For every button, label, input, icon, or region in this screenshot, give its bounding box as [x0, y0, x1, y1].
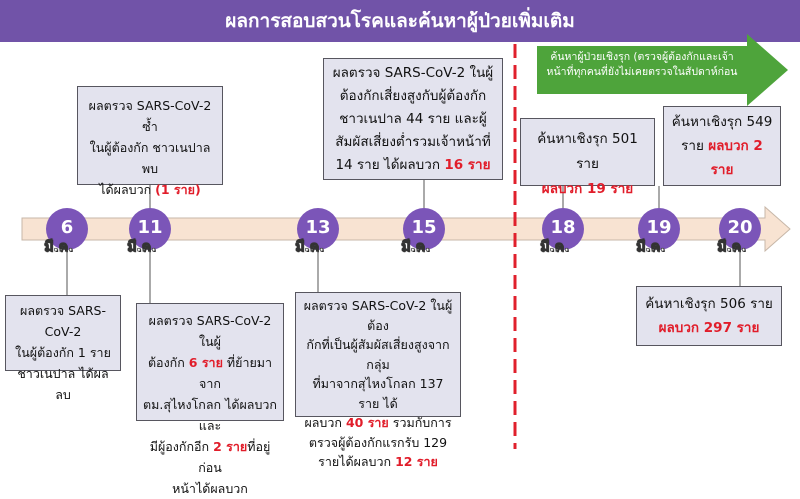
node-11: 11 [129, 208, 171, 250]
event-box-11-above: ผลตรวจ SARS-CoV-2 ซ้ำ ในผู้ต้องกัก ชาวเน… [77, 86, 223, 197]
node-6: 6 [46, 208, 88, 250]
green-arrow-head [747, 34, 788, 106]
node-18: 18 [542, 208, 584, 250]
event-box-11-below: ผลตรวจ SARS-CoV-2 ในผู้ ต้องกัก 6 ราย ที… [136, 303, 284, 496]
box-13-count1: 40 ราย [345, 415, 389, 430]
box-15-line1: ผลตรวจ SARS-CoV-2 ในผู้ [332, 65, 494, 81]
month-label-11: มี.ค. [127, 239, 157, 256]
box-13-line1: ผลตรวจ SARS-CoV-2 ในผู้ต้อง [303, 298, 453, 333]
box-11b-line5: หน้าได้ผลบวก [172, 481, 248, 496]
box-20-line1: ค้นหาเชิงรุก 506 ราย [645, 296, 773, 312]
box-15-line3: ชาวเนปาล 44 ราย และผู้ [339, 111, 487, 127]
box-6-line1: ผลตรวจ SARS-CoV-2 [20, 303, 106, 339]
node-20: 20 [719, 208, 761, 250]
box-11a-line2: ในผู้ต้องกัก ชาวเนปาล พบ [89, 140, 211, 176]
node-15: 15 [403, 208, 445, 250]
box-13-count2: 12 ราย [395, 454, 438, 469]
box-19-count: ผลบวก 2 [708, 138, 763, 154]
box-13-line3: ที่มาจากสุไหงโกลก 137 ราย ได้ [312, 376, 444, 411]
box-11a-count: (1 ราย) [155, 182, 201, 197]
box-11b-count2: 2 ราย [213, 439, 248, 454]
event-box-19: ค้นหาเชิงรุก 549 ราย ผลบวก 2 ราย [663, 106, 781, 186]
month-label-19: มี.ค. [636, 239, 666, 256]
node-19: 19 [638, 208, 680, 250]
green-arrow-note: ค้นหาผู้ป่วยเชิงรุก (ตรวจผู้ต้องกักและเจ… [537, 46, 747, 94]
box-6-line3: ชาวเนปาล ได้ผลลบ [17, 366, 109, 402]
box-11b-count1: 6 ราย [188, 355, 223, 370]
box-11a-line1: ผลตรวจ SARS-CoV-2 ซ้ำ [88, 98, 212, 134]
node-13: 13 [297, 208, 339, 250]
box-20-count: ผลบวก 297 ราย [658, 320, 760, 336]
green-note-text: ค้นหาผู้ป่วยเชิงรุก (ตรวจผู้ต้องกักและเจ… [546, 51, 738, 78]
box-15-line5: 14 ราย ได้ผลบวก [335, 157, 441, 173]
box-19-line2: ราย [681, 138, 704, 154]
event-box-18: ค้นหาเชิงรุก 501 ราย ผลบวก 19 ราย [520, 118, 655, 197]
box-6-line2: ในผู้ต้องกัก 1 ราย [15, 345, 111, 360]
box-19-line1: ค้นหาเชิงรุก 549 [671, 114, 773, 130]
box-18-line1: ค้นหาเชิงรุก 501 ราย [537, 131, 638, 172]
box-13-line4: ผลบวก [304, 415, 342, 430]
box-11a-line3: ได้ผลบวก [99, 182, 152, 197]
box-13-line4b: รวมกับการ [392, 415, 452, 430]
box-11b-line1: ผลตรวจ SARS-CoV-2 ในผู้ [148, 313, 272, 349]
box-13-line6: รายได้ผลบวก [318, 454, 392, 469]
month-label-13: มี.ค. [295, 239, 325, 256]
event-box-15: ผลตรวจ SARS-CoV-2 ในผู้ ต้องกักเสี่ยงสูง… [323, 58, 503, 180]
month-label-6: มี.ค. [44, 239, 74, 256]
month-label-18: มี.ค. [540, 239, 570, 256]
box-13-line2: กักที่เป็นผู้สัมผัสเสี่ยงสูงจากกลุ่ม [306, 337, 450, 372]
event-box-13: ผลตรวจ SARS-CoV-2 ในผู้ต้อง กักที่เป็นผู… [295, 292, 461, 469]
title-banner: ผลการสอบสวนโรคและค้นหาผู้ป่วยเพิ่มเติม [0, 0, 800, 42]
box-11b-line2: ต้องกัก [147, 355, 185, 370]
month-label-20: มี.ค. [717, 239, 747, 256]
event-box-6: ผลตรวจ SARS-CoV-2 ในผู้ต้องกัก 1 ราย ชาว… [5, 295, 121, 402]
box-15-line4: สัมผัสเสี่ยงต่ำรวมเจ้าหน้าที่ [335, 134, 491, 150]
box-11b-line3: ตม.สุไหงโกลก ได้ผลบวก และ [143, 397, 277, 433]
event-box-20: ค้นหาเชิงรุก 506 ราย ผลบวก 297 ราย [636, 286, 782, 346]
box-11b-line2b: ที่ย้ายมาจาก [199, 355, 273, 391]
box-11b-line4: มีผู้องกักอีก [149, 439, 210, 454]
month-label-15: มี.ค. [401, 239, 431, 256]
box-15-count: 16 ราย [444, 157, 491, 173]
box-19-line3: ราย [710, 162, 734, 178]
box-15-line2: ต้องกักเสี่ยงสูงกับผู้ต้องกัก [339, 88, 487, 104]
box-18-count: ผลบวก 19 ราย [541, 181, 634, 197]
box-13-line5: ตรวจผู้ต้องกักแรกรับ 129 [308, 434, 448, 450]
page-title: ผลการสอบสวนโรคและค้นหาผู้ป่วยเพิ่มเติม [225, 10, 575, 32]
